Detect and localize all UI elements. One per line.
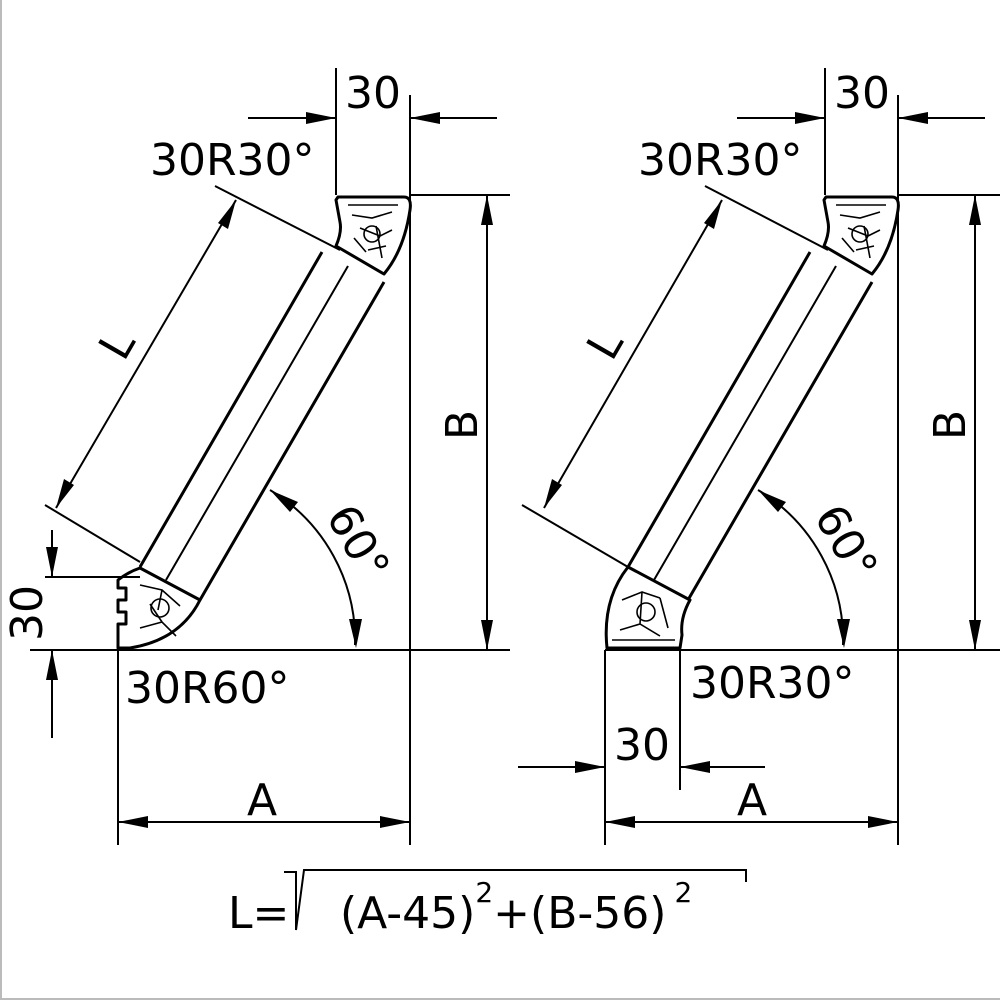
arrow-icon <box>704 200 722 229</box>
right-view: 30 30R30° 30R30° L B 60° <box>518 68 1000 845</box>
left-length-label: L <box>89 321 146 368</box>
arrow-icon <box>481 620 493 650</box>
right-beam-edge <box>686 281 874 601</box>
left-angle-label: 60° <box>316 496 399 589</box>
arrow-icon <box>868 816 898 828</box>
right-beam-edge <box>626 251 812 568</box>
right-top-width-label: 30 <box>834 68 890 119</box>
arrow-icon <box>969 620 981 650</box>
arrow-icon <box>837 619 850 648</box>
arrow-icon <box>56 479 74 508</box>
left-base-label: A <box>247 775 277 826</box>
left-top-width-label: 30 <box>345 68 401 119</box>
left-view: 30 30R30° 30R60° L B 60° <box>2 68 510 845</box>
arrow-icon <box>481 195 493 225</box>
arrow-icon <box>46 547 58 577</box>
left-side-width-label: 30 <box>2 585 53 641</box>
right-base-label: A <box>737 775 767 826</box>
right-length-label: L <box>577 321 634 368</box>
left-bottom-profile <box>116 566 202 650</box>
arrow-icon <box>544 479 562 508</box>
arrow-icon <box>969 195 981 225</box>
formula-term2: (B-56) <box>530 888 666 939</box>
arrow-icon <box>306 112 336 124</box>
arrow-icon <box>270 490 298 512</box>
left-top-profile <box>334 195 412 276</box>
formula-plus: + <box>493 888 530 939</box>
right-angle-label: 60° <box>804 496 887 589</box>
left-top-profile-label: 30R30° <box>150 135 315 186</box>
left-height-label: B <box>437 410 488 440</box>
arrow-icon <box>898 112 928 124</box>
formula-radicand: (A-45)2+(B-56)2 <box>340 876 692 939</box>
right-bottom-profile-label: 30R30° <box>690 658 855 709</box>
arrow-icon <box>349 619 362 648</box>
right-bottom-width-label: 30 <box>614 720 670 771</box>
left-beam-edge <box>138 251 324 568</box>
arrow-icon <box>118 816 148 828</box>
formula-lhs: L= <box>228 888 289 939</box>
arrow-icon <box>605 816 635 828</box>
right-height-label: B <box>925 410 976 440</box>
left-beam-edge <box>198 281 386 601</box>
arrow-icon <box>575 761 605 773</box>
right-top-profile <box>822 195 900 276</box>
left-bottom-profile-label: 30R60° <box>125 663 290 714</box>
right-top-profile-label: 30R30° <box>638 135 803 186</box>
arrow-icon <box>680 761 710 773</box>
arrow-icon <box>795 112 825 124</box>
length-formula: L= (A-45)2+(B-56)2 <box>228 869 747 939</box>
square-root-icon <box>284 869 747 931</box>
formula-term1: (A-45) <box>340 888 475 939</box>
arrow-icon <box>218 200 236 229</box>
arrow-icon <box>758 490 786 512</box>
right-bottom-profile <box>604 565 692 650</box>
formula-exp1: 2 <box>475 876 493 909</box>
arrow-icon <box>410 112 440 124</box>
arrow-icon <box>46 650 58 680</box>
formula-exp2: 2 <box>674 876 692 909</box>
arrow-icon <box>380 816 410 828</box>
